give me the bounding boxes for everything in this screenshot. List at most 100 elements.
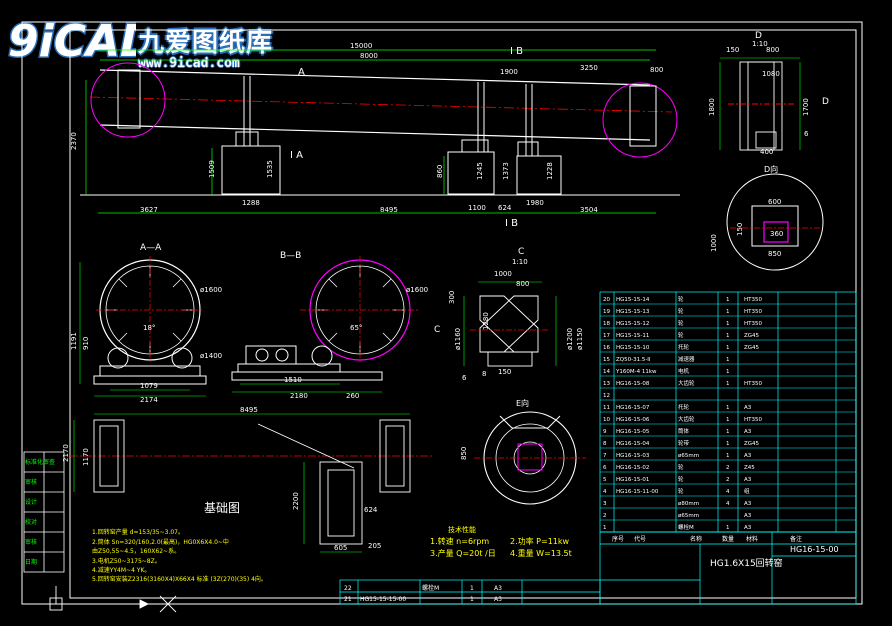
svg-text:代号: 代号	[634, 535, 646, 543]
svg-text:1: 1	[470, 585, 474, 592]
foundation-plan	[70, 413, 432, 553]
bom-cell-name: ø65mm	[678, 513, 699, 519]
svg-text:1509: 1509	[208, 160, 216, 178]
svg-text:审核: 审核	[25, 538, 37, 546]
bom-cell-no: 11	[603, 405, 610, 411]
svg-text:1170: 1170	[82, 448, 90, 466]
detail-d-text: D向 600 360 150 850 1000	[710, 164, 783, 258]
bom-cell-name: 托轮	[678, 343, 690, 351]
bom-cell-mat: ZG45	[744, 345, 760, 351]
bom-cell-no: 4	[603, 489, 607, 495]
svg-text:3250: 3250	[580, 64, 598, 72]
bom-cell-name: 轮	[678, 307, 684, 315]
svg-text:ø1400: ø1400	[200, 352, 222, 360]
bom-cell-mat: HT350	[744, 381, 762, 387]
bom-cell-qty: 2	[726, 477, 730, 483]
bom-cell-qty: 1	[726, 405, 730, 411]
bom-cell-name: 大齿轮	[678, 415, 695, 423]
bom-cell-qty: 2	[726, 465, 730, 471]
bom-cell-name: 减速器	[678, 355, 695, 363]
bom-cell-no: 6	[603, 465, 607, 471]
left-strip-labels: 标准化审查 审核 设计 校对 审核 日期	[25, 458, 55, 566]
main-view-labels: A I B I A I B	[290, 46, 523, 229]
bom-cell-mat: HT350	[744, 417, 762, 423]
bom-cell-no: 10	[603, 417, 610, 423]
svg-text:ø1150: ø1150	[576, 328, 584, 350]
bom-cell-no: 8	[603, 441, 607, 447]
bom-cell-qty: 1	[726, 357, 730, 363]
svg-text:4.重量 W=13.5t: 4.重量 W=13.5t	[510, 548, 572, 558]
bom-cell-mat: A3	[744, 429, 752, 435]
bom-cell-no: 20	[603, 297, 610, 303]
detail-d	[726, 173, 824, 271]
svg-text:1080: 1080	[762, 70, 780, 78]
drawing-frame	[21, 21, 863, 605]
outer-border	[21, 21, 863, 605]
bom-cell-name: ø80mm	[678, 501, 699, 507]
bom-cell-qty: 1	[726, 429, 730, 435]
svg-text:860: 860	[436, 165, 444, 178]
bom-cell-qty: 1	[726, 297, 730, 303]
svg-text:2170: 2170	[62, 444, 70, 462]
bom-cell-name: 轮	[678, 463, 684, 471]
bom-cell-mat: Z45	[744, 465, 755, 471]
svg-text:2200: 2200	[292, 492, 300, 510]
svg-text:8495: 8495	[240, 406, 258, 414]
bom-cell-no: 16	[603, 345, 610, 351]
bom-cell-code: HG16-15-07	[616, 405, 650, 411]
svg-text:I A: I A	[290, 150, 303, 161]
svg-text:设计: 设计	[25, 498, 37, 506]
svg-text:205: 205	[368, 542, 381, 550]
svg-text:1191: 1191	[70, 332, 78, 350]
bom-cell-no: 2	[603, 513, 607, 519]
svg-text:910: 910	[82, 337, 90, 350]
bom-cell-name: 轮	[678, 295, 684, 303]
svg-text:3.产量 Q=20t /日: 3.产量 Q=20t /日	[430, 548, 496, 558]
bom-cell-no: 5	[603, 477, 607, 483]
foundation-text: 基础图 8495 2170 1170 2200 605 205 624	[62, 406, 381, 552]
bom-cell-name: 电机	[678, 367, 690, 375]
bom-cell-mat: ZG45	[744, 441, 760, 447]
svg-text:8: 8	[482, 370, 486, 378]
svg-text:8000: 8000	[360, 52, 378, 60]
svg-text:ø1160: ø1160	[454, 328, 462, 350]
bom-cell-code: HG16-15-02	[616, 465, 649, 471]
bom-cell-no: 15	[603, 357, 610, 363]
watermark-logo: 9iCAD	[6, 6, 159, 76]
bom-cell-name: 轮	[678, 331, 684, 339]
svg-text:日期: 日期	[25, 558, 37, 566]
bom-cell-mat: A3	[744, 453, 752, 459]
bom-cell-mat: HT350	[744, 309, 762, 315]
svg-text:850: 850	[460, 447, 468, 460]
svg-text:800: 800	[766, 46, 779, 54]
svg-text:标准化审查: 标准化审查	[25, 458, 55, 466]
svg-text:1000: 1000	[494, 270, 512, 278]
svg-text:1000: 1000	[710, 234, 718, 252]
svg-text:1373: 1373	[502, 162, 510, 180]
bom-cell-no: 1	[603, 525, 607, 531]
bom-cell-name: 轮	[678, 475, 684, 483]
svg-text:18°: 18°	[143, 324, 155, 332]
bom-bottom-text: 22 螺栓M 1 A3 21 HG15-15-15-00 1 A3	[344, 584, 502, 603]
technical-notes: 1.回转窑产量 d=153/35~3.07。 2.筒体 Sn=320/160,2…	[92, 528, 267, 583]
bom-cell-qty: 1	[726, 321, 730, 327]
svg-text:HG1.6X15回转窑: HG1.6X15回转窑	[710, 557, 783, 569]
detail-c	[463, 281, 557, 367]
bom-cell-code: HG15-15-12	[616, 321, 649, 327]
svg-text:1800: 1800	[708, 98, 716, 116]
svg-text:15000: 15000	[350, 42, 372, 50]
title-block	[599, 531, 857, 605]
svg-text:1700: 1700	[802, 98, 810, 116]
svg-text:1900: 1900	[500, 68, 518, 76]
section-aa	[79, 256, 207, 397]
svg-text:A3: A3	[494, 596, 502, 603]
bom-cell-mat: A3	[744, 405, 752, 411]
detail-e-text: E向 850	[460, 398, 529, 460]
svg-text:审核: 审核	[25, 478, 37, 486]
svg-text:HG16-15-00: HG16-15-00	[790, 545, 839, 554]
bom-cell-name: 大齿轮	[678, 379, 695, 387]
svg-text:800: 800	[650, 66, 663, 74]
svg-text:备注: 备注	[790, 535, 802, 543]
svg-text:6: 6	[462, 374, 467, 382]
